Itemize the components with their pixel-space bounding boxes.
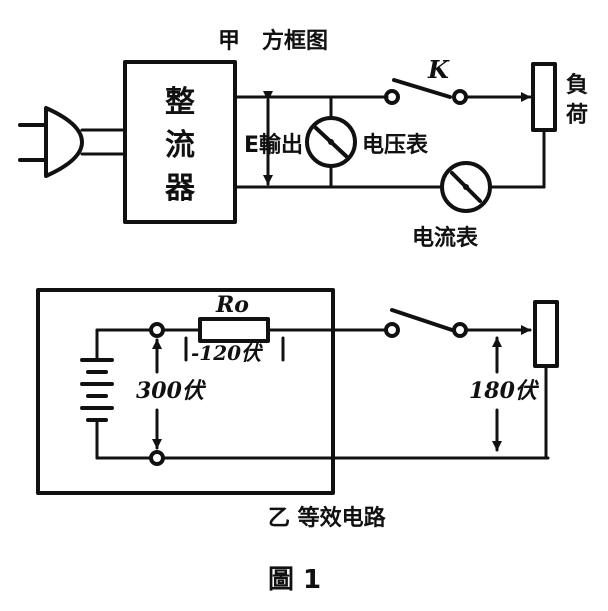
rectifier-label-1: 整 [165, 85, 195, 120]
switch-k [384, 78, 468, 105]
rectifier-box: 整 流 器 [123, 60, 237, 224]
load-voltage-label: 180伏 [469, 378, 540, 404]
load-resistor-b [533, 300, 559, 460]
block-diagram: 甲 方框图 整 流 器 E輸出 电压表 [18, 28, 588, 251]
power-plug-icon [18, 106, 127, 178]
ammeter-label: 电流表 [412, 225, 479, 251]
equivalent-circuit: Ro -120伏 300伏 180伏 乙 等效电路 [36, 288, 559, 531]
resistor-label: Ro [215, 292, 249, 318]
rectifier-label-2: 流 [165, 128, 195, 163]
switch-label: K [427, 55, 450, 84]
voltage-drop-label: -120伏 [191, 341, 264, 365]
output-label: E輸出 [244, 132, 303, 158]
block-diagram-title: 甲 方框图 [218, 28, 328, 54]
equivalent-switch [384, 308, 468, 338]
rectifier-label-3: 器 [164, 171, 196, 206]
voltmeter-icon [305, 95, 357, 189]
ammeter-icon [440, 161, 492, 213]
source-voltage-label: 300伏 [136, 378, 207, 404]
load-label-1: 負 [566, 72, 588, 98]
equivalent-circuit-frame [36, 288, 335, 495]
terminal-top-left [149, 322, 165, 338]
battery-icon [80, 328, 114, 460]
terminal-bottom-left [149, 450, 165, 466]
load-resistor [488, 62, 557, 189]
load-label-2: 荷 [566, 103, 588, 128]
equivalent-circuit-title: 乙 等效电路 [268, 505, 387, 531]
internal-resistor [198, 317, 270, 343]
figure-caption: 圖 1 [268, 565, 321, 595]
voltmeter-label: 电压表 [362, 133, 429, 158]
